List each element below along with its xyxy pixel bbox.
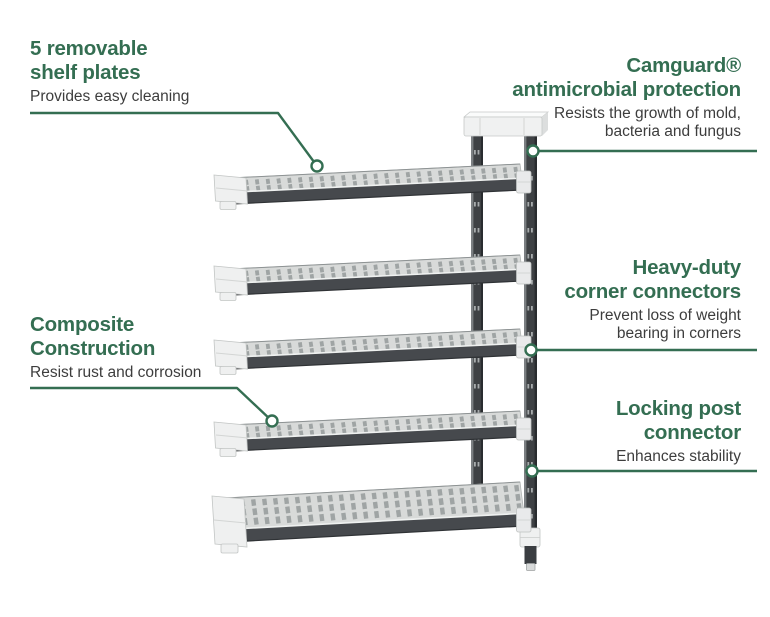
title-line: Construction bbox=[30, 337, 156, 360]
leader-dot-locking-post bbox=[525, 464, 539, 478]
shelf-4 bbox=[213, 410, 523, 457]
desc-line: Enhances stability bbox=[616, 448, 741, 465]
title-line: corner connectors bbox=[564, 280, 741, 303]
title-line: Heavy-duty bbox=[632, 256, 741, 279]
desc-line: Resists the growth of mold, bbox=[554, 105, 741, 122]
shelf-end-tab bbox=[220, 543, 239, 554]
title-line: antimicrobial protection bbox=[512, 78, 741, 101]
desc-line: Resist rust and corrosion bbox=[30, 364, 202, 381]
title-line: Camguard® bbox=[626, 54, 741, 77]
callout-shelf-plates: 5 removable shelf plates Provides easy c… bbox=[30, 37, 310, 106]
callout-title: Locking post connector bbox=[441, 397, 741, 445]
leader-line-shelf-plates bbox=[30, 111, 318, 167]
desc-line: bacteria and fungus bbox=[604, 123, 741, 140]
callout-corner-connectors: Heavy-duty corner connectors Prevent los… bbox=[441, 256, 741, 343]
leader-line-composite bbox=[30, 386, 273, 422]
callout-title: 5 removable shelf plates bbox=[30, 37, 310, 85]
shelf-1 bbox=[213, 163, 523, 210]
shelving-unit bbox=[211, 111, 550, 571]
callout-title: Composite Construction bbox=[30, 313, 310, 361]
shelf-end-tab bbox=[219, 366, 237, 375]
desc-line: Prevent loss of weight bbox=[589, 307, 741, 324]
desc-line: bearing in corners bbox=[616, 325, 741, 342]
title-line: Locking post bbox=[615, 397, 741, 420]
callout-description: Provides easy cleaning bbox=[30, 88, 310, 106]
shelf-3 bbox=[213, 328, 523, 375]
corner-connector-clips bbox=[516, 170, 532, 533]
shelf-2 bbox=[213, 254, 523, 301]
shelf-end-tab bbox=[219, 201, 237, 210]
callout-leader-lines bbox=[30, 111, 757, 478]
leader-dot-composite bbox=[265, 414, 279, 428]
callout-description: Prevent loss of weight bearing in corner… bbox=[441, 307, 741, 343]
leader-dot-shelf-plates bbox=[310, 159, 324, 173]
callout-description: Resists the growth of mold, bacteria and… bbox=[421, 105, 741, 141]
title-line: 5 removable bbox=[30, 37, 148, 60]
callout-composite: Composite Construction Resist rust and c… bbox=[30, 313, 310, 382]
shelf-end-tab bbox=[219, 292, 237, 301]
title-line: Composite bbox=[30, 313, 135, 336]
callout-camguard: Camguard® antimicrobial protection Resis… bbox=[421, 54, 741, 141]
callout-description: Resist rust and corrosion bbox=[30, 364, 310, 382]
callout-title: Camguard® antimicrobial protection bbox=[421, 54, 741, 102]
callout-description: Enhances stability bbox=[441, 448, 741, 466]
top-post-connector bbox=[462, 111, 550, 137]
shelf-end-tab bbox=[219, 448, 237, 457]
leader-dot-corner-connectors bbox=[524, 343, 538, 357]
callout-title: Heavy-duty corner connectors bbox=[441, 256, 741, 304]
vented-slot-pattern bbox=[233, 413, 519, 440]
desc-line: Provides easy cleaning bbox=[30, 88, 190, 105]
leader-dot-camguard bbox=[526, 144, 540, 158]
callout-locking-post: Locking post connector Enhances stabilit… bbox=[441, 397, 741, 466]
shelf-5 bbox=[211, 481, 525, 554]
title-line: connector bbox=[643, 421, 741, 444]
title-line: shelf plates bbox=[30, 61, 141, 84]
